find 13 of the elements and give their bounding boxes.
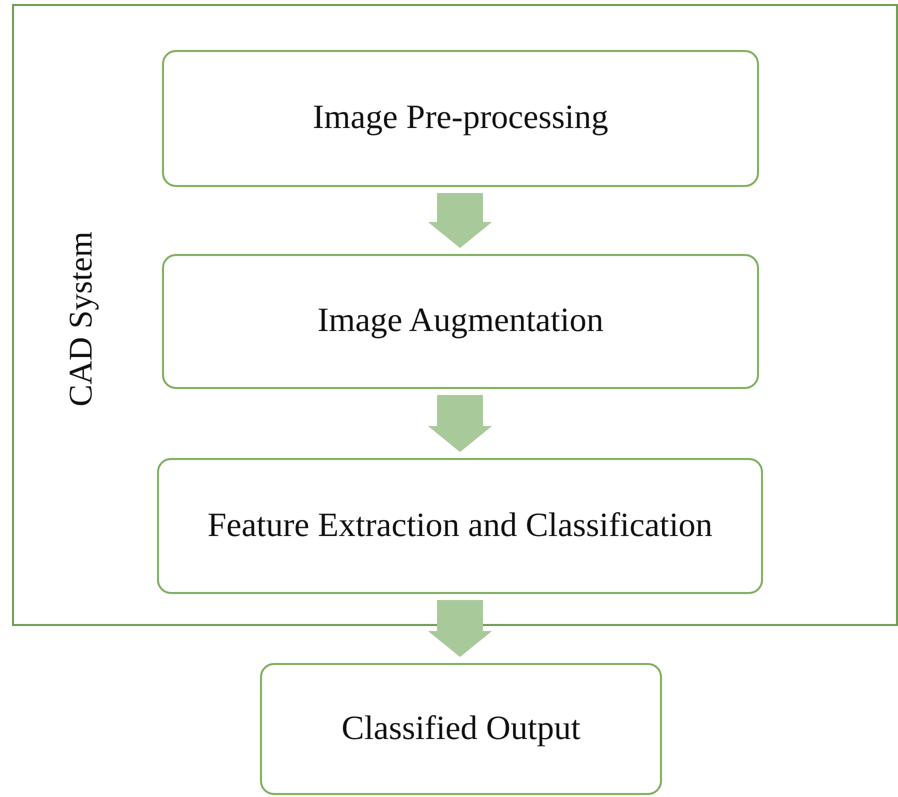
process-box: [162, 50, 759, 187]
process-label: Image Augmentation: [317, 301, 604, 342]
block-arrow: [428, 193, 492, 248]
block-arrow: [428, 395, 492, 452]
process-box: [162, 254, 759, 389]
process-label: Image Pre-processing: [312, 98, 608, 138]
process-box: [260, 663, 662, 795]
frame-title: CAD System: [64, 231, 100, 407]
process-label: Feature Extraction and Classification: [207, 506, 713, 546]
system-frame: [12, 4, 898, 626]
process-label: Classified Output: [342, 708, 580, 749]
process-box: [157, 458, 763, 594]
block-arrow: [428, 600, 492, 657]
